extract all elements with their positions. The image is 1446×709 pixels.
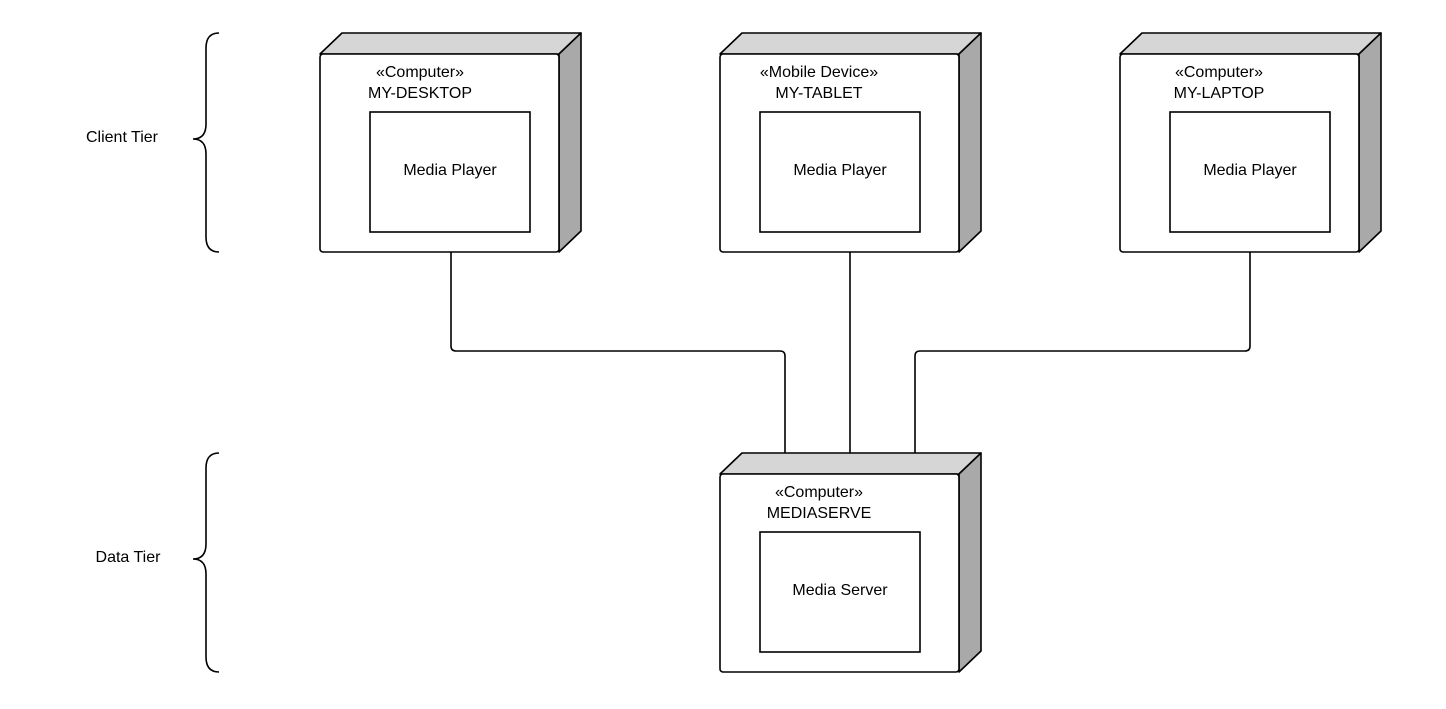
component-label: Media Player [793, 162, 887, 179]
node-name: MEDIASERVE [767, 505, 872, 522]
node-mediaserve[interactable]: «Computer» MEDIASERVE Media Server [719, 452, 982, 673]
component-media-player[interactable]: Media Player [369, 111, 531, 233]
tier-brace-data: Data Tier [96, 452, 220, 673]
component-label: Media Player [403, 162, 497, 179]
node-stereotype: «Computer» [376, 64, 464, 81]
component-media-player[interactable]: Media Player [759, 111, 921, 233]
component-label: Media Server [792, 582, 888, 599]
tier-label-client: Client Tier [86, 129, 159, 146]
node-top-face [719, 452, 982, 475]
component-media-server[interactable]: Media Server [759, 531, 921, 653]
node-my-laptop[interactable]: «Computer» MY-LAPTOP Media Player [1119, 32, 1382, 253]
node-stereotype: «Computer» [775, 484, 863, 501]
component-label: Media Player [1203, 162, 1297, 179]
node-my-tablet[interactable]: «Mobile Device» MY-TABLET Media Player [719, 32, 982, 253]
node-stereotype: «Mobile Device» [760, 64, 878, 81]
node-name: MY-TABLET [775, 85, 862, 102]
node-side-face [958, 32, 982, 253]
node-top-face [319, 32, 582, 55]
node-top-face [1119, 32, 1382, 55]
node-side-face [1358, 32, 1382, 253]
node-my-desktop[interactable]: «Computer» MY-DESKTOP Media Player [319, 32, 582, 253]
node-side-face [958, 452, 982, 673]
node-stereotype: «Computer» [1175, 64, 1263, 81]
connector-laptop-server[interactable] [914, 252, 1251, 453]
connector-desktop-server[interactable] [450, 252, 786, 453]
tier-brace-client: Client Tier [86, 32, 220, 253]
node-side-face [558, 32, 582, 253]
tier-label-data: Data Tier [96, 549, 162, 566]
node-name: MY-DESKTOP [368, 85, 472, 102]
component-media-player[interactable]: Media Player [1169, 111, 1331, 233]
node-name: MY-LAPTOP [1174, 85, 1265, 102]
node-top-face [719, 32, 982, 55]
